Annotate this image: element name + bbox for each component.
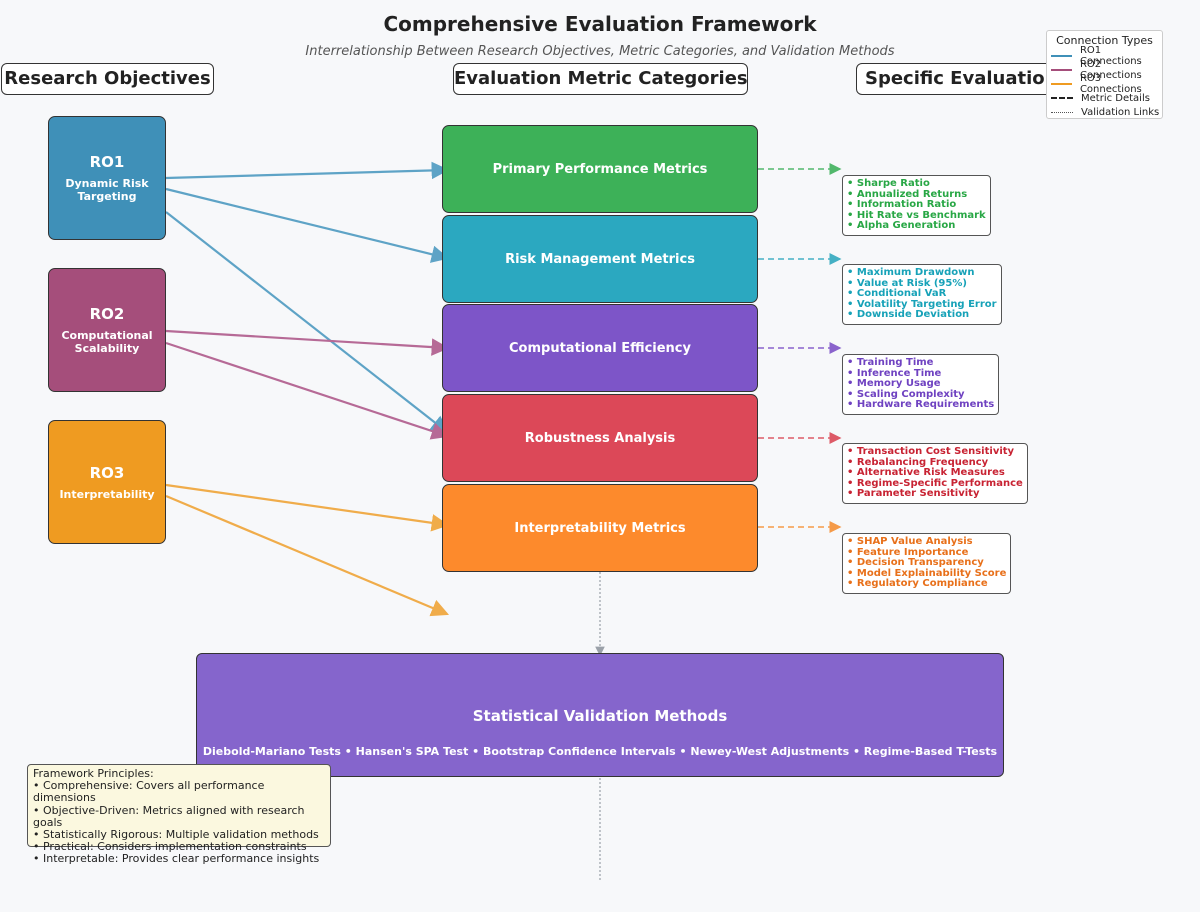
- metric-item: • Feature Importance: [847, 546, 969, 558]
- metric-item: • Conditional VaR: [847, 288, 947, 300]
- metric-item: • Regime-Specific Performance: [847, 477, 1023, 489]
- metric-item: • Scaling Complexity: [847, 388, 965, 400]
- metric-item: • Model Explainability Score: [847, 567, 1007, 579]
- objective-name: Dynamic Risk Targeting: [65, 177, 149, 203]
- metric-item: • Alternative Risk Measures: [847, 467, 1005, 479]
- metric-item: • Volatility Targeting Error: [847, 298, 997, 310]
- metric-item: • Inference Time: [847, 367, 942, 379]
- objective-ro1: RO1 Dynamic Risk Targeting: [48, 116, 166, 240]
- objective-ro3: RO3 Interpretability: [48, 420, 166, 544]
- metric-item: • Hit Rate vs Benchmark: [847, 209, 986, 221]
- metric-list-computational: • Training Time • Inference Time • Memor…: [842, 354, 1000, 415]
- legend-label: Validation Links: [1081, 106, 1160, 118]
- legend-swatch: [1051, 83, 1072, 85]
- metric-list-robustness: • Transaction Cost Sensitivity • Rebalan…: [842, 443, 1028, 504]
- principle-item: • Objective-Driven: Metrics aligned with…: [33, 803, 305, 829]
- principle-item: • Practical: Considers implementation co…: [33, 840, 307, 854]
- column-header-objectives: Research Objectives: [1, 63, 214, 95]
- connector-ro3-interpretability: [165, 483, 450, 532]
- legend-swatch: [1051, 69, 1072, 71]
- metric-item: • Rebalancing Frequency: [847, 456, 989, 468]
- category-interpretability-metrics: Interpretability Metrics: [442, 484, 758, 572]
- metric-item: • Information Ratio: [847, 199, 957, 211]
- metric-item: • Hardware Requirements: [847, 399, 995, 411]
- legend-item: RO3 Connections: [1047, 73, 1162, 95]
- connector-ro3-validation: [165, 494, 450, 617]
- framework-principles: Framework Principles: • Comprehensive: C…: [27, 764, 331, 865]
- legend-item: RO1 Connections: [1047, 45, 1162, 67]
- principle-item: • Interpretable: Provides clear performa…: [33, 852, 320, 866]
- objective-code: RO2: [89, 305, 125, 323]
- diagram-title: Comprehensive Evaluation Framework: [383, 12, 817, 36]
- metric-item: • Annualized Returns: [847, 188, 968, 200]
- metric-item: • Decision Transparency: [847, 557, 984, 569]
- category-risk-management: Risk Management Metrics: [442, 215, 758, 303]
- diagram-subtitle: Interrelationship Between Research Objec…: [305, 44, 895, 59]
- metric-item: • Downside Deviation: [847, 309, 970, 321]
- validation-methods-box: Statistical Validation Methods Diebold-M…: [196, 653, 1004, 777]
- objective-ro2: RO2 Computational Scalability: [48, 268, 166, 392]
- metric-item: • SHAP Value Analysis: [847, 536, 973, 547]
- metric-item: • Value at Risk (95%): [847, 277, 967, 289]
- metric-list-primary: • Sharpe Ratio • Annualized Returns • In…: [842, 175, 991, 236]
- legend-label: RO3 Connections: [1079, 73, 1142, 95]
- objective-name: Interpretability: [59, 487, 155, 501]
- connector-ro1-robustness: [165, 211, 449, 434]
- metric-item: • Training Time: [847, 357, 934, 368]
- legend-title: Connection Types: [1056, 34, 1153, 47]
- objective-code: RO1: [89, 153, 125, 171]
- legend: Connection Types RO1 Connections RO2 Con…: [1046, 30, 1163, 119]
- category-computational-efficiency: Computational Efficiency: [442, 304, 758, 392]
- metric-item: • Maximum Drawdown: [847, 267, 975, 278]
- objective-code: RO3: [89, 463, 125, 482]
- legend-item: RO2 Connections: [1047, 59, 1162, 81]
- legend-item: Validation Links: [1047, 105, 1162, 119]
- legend-label: Metric Details: [1081, 92, 1150, 104]
- connector-ro2-robustness: [165, 341, 450, 440]
- legend-swatch: [1051, 55, 1072, 57]
- metric-item: • Alpha Generation: [847, 220, 956, 232]
- principles-title: Framework Principles:: [33, 767, 154, 780]
- principle-item: • Statistically Rigorous: Multiple valid…: [33, 828, 319, 842]
- metric-list-risk: • Maximum Drawdown • Value at Risk (95%)…: [842, 264, 1002, 325]
- legend-swatch: [1051, 97, 1073, 99]
- connector-ro2-computational: [165, 329, 450, 356]
- column-header-categories: Evaluation Metric Categories: [453, 63, 748, 95]
- legend-item: Metric Details: [1047, 91, 1162, 105]
- legend-swatch: [1051, 111, 1073, 113]
- metric-item: • Regulatory Compliance: [847, 578, 988, 590]
- metric-list-interpretability: • SHAP Value Analysis • Feature Importan…: [842, 533, 1012, 594]
- objective-name: Computational Scalability: [61, 329, 153, 355]
- validation-title: Statistical Validation Methods: [472, 707, 728, 725]
- legend-label: RO1 Connections: [1079, 45, 1142, 67]
- connector-ro1-risk: [165, 187, 450, 263]
- principle-item: • Comprehensive: Covers all performance …: [33, 779, 265, 805]
- category-robustness-analysis: Robustness Analysis: [442, 394, 758, 482]
- metric-item: • Memory Usage: [847, 378, 941, 390]
- category-primary-performance: Primary Performance Metrics: [442, 125, 758, 213]
- metric-item: • Parameter Sensitivity: [847, 488, 980, 500]
- metric-item: • Transaction Cost Sensitivity: [847, 446, 1015, 457]
- legend-label: RO2 Connections: [1079, 59, 1142, 81]
- metric-item: • Sharpe Ratio: [847, 178, 930, 189]
- connector-ro1-primary: [165, 161, 450, 180]
- validation-methods-list: Diebold-Mariano Tests • Hansen's SPA Tes…: [202, 745, 998, 758]
